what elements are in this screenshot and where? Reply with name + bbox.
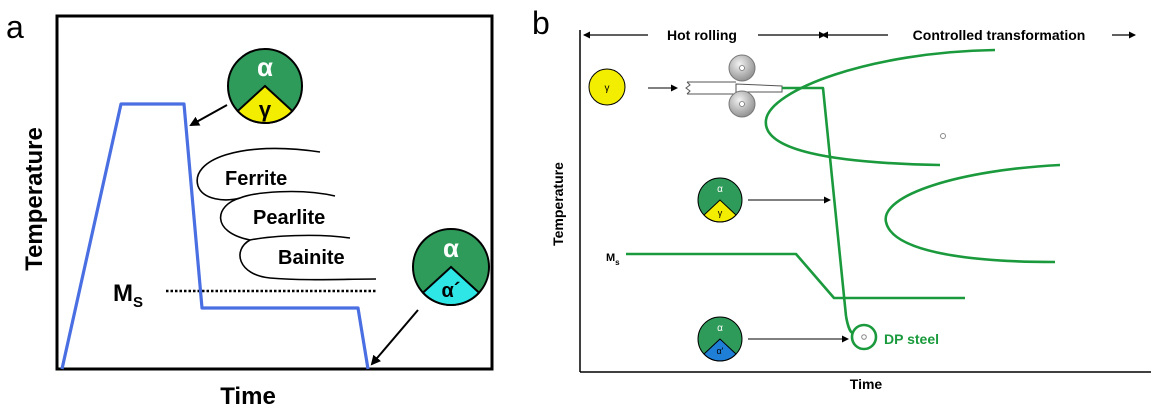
ferrite-c-curve: [764, 48, 996, 167]
cooling-path-green: [782, 86, 848, 317]
panel-a-frame: [55, 14, 494, 371]
martensite-symbol: α´: [442, 280, 461, 302]
panel-a: a Temperature Time Ferrite Pearlite Bain…: [6, 9, 494, 410]
alpha-symbol: α: [717, 184, 723, 195]
phase-circle-alpha-martensite: α α´: [412, 228, 490, 306]
panel-b: b Temperature Time Hot rolling Controlle…: [532, 5, 1151, 392]
ms-label: MS: [113, 280, 143, 311]
arrow-to-intercritical: [189, 104, 228, 126]
martensite-symbol: α': [717, 346, 724, 356]
rolling-mill-icon: [685, 54, 783, 118]
pearlite-label: Pearlite: [253, 207, 325, 229]
alpha-symbol: α: [717, 323, 723, 334]
pearlite-curve: [219, 190, 336, 241]
cooling-path-end: [844, 315, 854, 335]
alpha-symbol: α: [257, 52, 273, 82]
gamma-symbol: γ: [718, 208, 723, 218]
alpha-symbol: α: [443, 233, 459, 263]
phase-circle-alpha-gamma: α γ: [697, 177, 743, 223]
panel-a-y-axis-label: Temperature: [21, 127, 48, 271]
panel-b-x-axis-label: Time: [850, 376, 883, 392]
ferrite-curve: [196, 147, 321, 201]
marker-dot: [861, 334, 867, 340]
phase-circle-alpha-gamma: α γ: [227, 48, 303, 124]
panel-a-x-axis-label: Time: [220, 383, 276, 410]
bainite-curve: [239, 234, 377, 281]
panel-b-label: b: [532, 5, 550, 41]
gamma-symbol: γ: [259, 97, 272, 122]
arrow-to-quench: [370, 309, 419, 366]
thermal-path-blue: [60, 102, 370, 370]
bainite-label: Bainite: [278, 247, 345, 269]
ferrite-label: Ferrite: [225, 168, 287, 190]
panel-a-label: a: [6, 9, 24, 45]
phase-circle-gamma: γ: [588, 68, 626, 106]
ms-line-green: [626, 252, 965, 300]
stage-controlled-transformation: Controlled transformation: [913, 27, 1086, 43]
dp-steel-endpoint: [850, 323, 878, 351]
pearlite-c-curve: [884, 163, 1061, 264]
gamma-symbol: γ: [605, 83, 610, 94]
phase-circle-alpha-martensite: α α': [697, 316, 743, 362]
ms-label: Ms: [606, 252, 620, 267]
dp-steel-label: DP steel: [884, 331, 939, 347]
panel-b-y-axis-label: Temperature: [550, 162, 566, 246]
stage-hot-rolling: Hot rolling: [667, 27, 737, 43]
marker-dot: [940, 133, 946, 139]
